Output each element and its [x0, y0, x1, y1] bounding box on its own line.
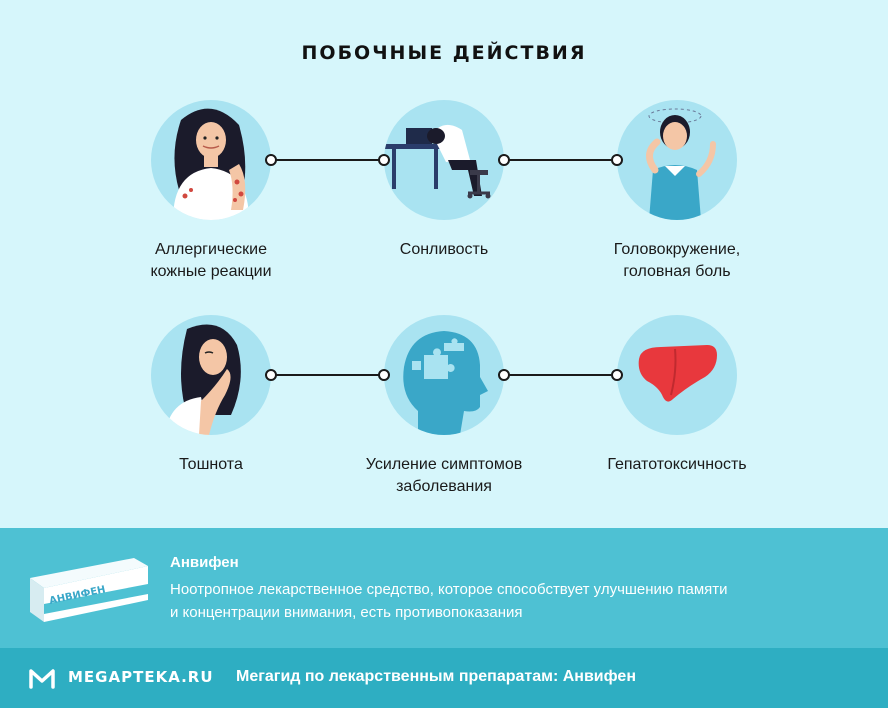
effect-label-dizzy: Головокружение,головная боль — [613, 241, 741, 280]
connector-line — [504, 159, 617, 161]
product-name: Анвифен — [170, 554, 239, 571]
effect-label-nausea: Тошнота — [179, 456, 243, 473]
page-title: ПОБОЧНЫЕ ДЕЙСТВИЯ — [301, 42, 587, 64]
footer: MEGAPTEKA.RU Мегагид по лекарственным пр… — [0, 648, 888, 708]
effect-label-liver: Гепатотоксичность — [607, 456, 747, 473]
footer-text: Мегагид по лекарственным препаратам: Анв… — [236, 668, 636, 685]
product-band: АНВИФЕН 250 мг Анвифен Ноотропное лекарс… — [0, 528, 888, 648]
connector-line — [271, 159, 384, 161]
connector-dot — [378, 369, 390, 381]
effect-label-sleepy: Сонливость — [399, 241, 489, 258]
effect-circle-allergy — [151, 100, 271, 220]
nauseous-woman-icon — [165, 324, 241, 435]
connector-dot — [611, 369, 623, 381]
connector-dot — [265, 154, 277, 166]
box-dose: 250 мг — [49, 610, 68, 620]
connector-line — [271, 374, 384, 376]
logo-text[interactable]: MEGAPTEKA.RU — [68, 668, 214, 686]
head-puzzle-icon — [403, 331, 488, 435]
medicine-box-image: АНВИФЕН 250 мг — [30, 558, 148, 622]
woman-rash-icon — [173, 108, 249, 220]
connector-dot — [611, 154, 623, 166]
effect-circle-liver — [617, 315, 737, 435]
connector-dot — [265, 369, 277, 381]
effect-circle-nausea — [151, 315, 271, 435]
effect-circle-dizzy — [617, 100, 737, 220]
effect-circle-symptoms — [384, 315, 504, 435]
liver-icon — [638, 345, 717, 402]
connector-dot — [498, 154, 510, 166]
product-description: Ноотропное лекарственное средство, котор… — [170, 581, 728, 621]
sleepy-at-desk-icon — [384, 124, 491, 199]
dizzy-woman-icon — [646, 108, 716, 220]
connector-dot — [378, 154, 390, 166]
effect-circle-sleepy — [384, 100, 504, 220]
connector-line — [504, 374, 617, 376]
megapteka-logo-icon — [29, 669, 55, 689]
connector-dot — [498, 369, 510, 381]
